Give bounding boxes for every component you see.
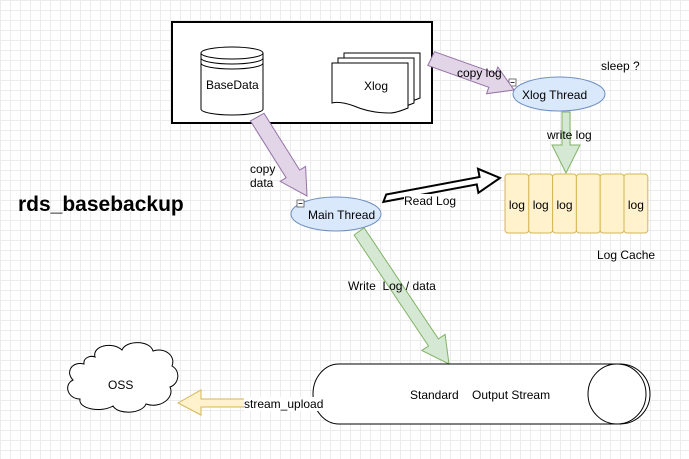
log-cache-cell — [623, 173, 649, 234]
log-cache-cell-label: log — [556, 198, 572, 212]
sleep-label: sleep ? — [601, 59, 640, 73]
output-stream-label: Standard Output Stream — [410, 388, 551, 402]
copy-data-arrow — [249, 112, 308, 197]
copy-log-arrow — [427, 51, 515, 95]
main-thread-node[interactable] — [290, 196, 382, 232]
log-cache-cell — [575, 173, 601, 234]
main-thread-label: Main Thread — [308, 208, 376, 222]
copy-log-label: copy log — [457, 66, 502, 80]
xlog-thread-label: Xlog Thread — [522, 88, 588, 102]
diagram-title: rds_basebackup — [18, 193, 184, 216]
log-cache-cell-label: log — [628, 198, 644, 212]
log-cache-cell-label: log — [533, 198, 549, 212]
read-log-label: Read Log — [404, 194, 457, 208]
write-log-data-label: Write Log / data — [348, 279, 436, 293]
log-cache-label: Log Cache — [597, 248, 656, 262]
xlog-thread-node[interactable] — [512, 76, 606, 112]
copy-data-label-line2: data — [250, 176, 274, 190]
log-cache-cell-label: log — [509, 198, 525, 212]
basedata-label: BaseData — [206, 78, 259, 92]
oss-cloud[interactable] — [67, 342, 179, 413]
basedata-cylinder[interactable] — [200, 46, 264, 116]
xlog-label: Xlog — [364, 79, 389, 93]
write-data-arrow — [353, 227, 450, 365]
read-log-arrow — [381, 167, 503, 204]
copy-data-label-line1: copy — [250, 162, 276, 176]
xlog-documents[interactable] — [331, 52, 421, 114]
oss-label: OSS — [108, 378, 134, 392]
output-stream-cylinder[interactable] — [312, 363, 651, 425]
log-cache-cell — [599, 173, 625, 234]
write-log-label: write log — [547, 128, 592, 142]
stream-upload-label: stream_upload — [244, 397, 324, 411]
